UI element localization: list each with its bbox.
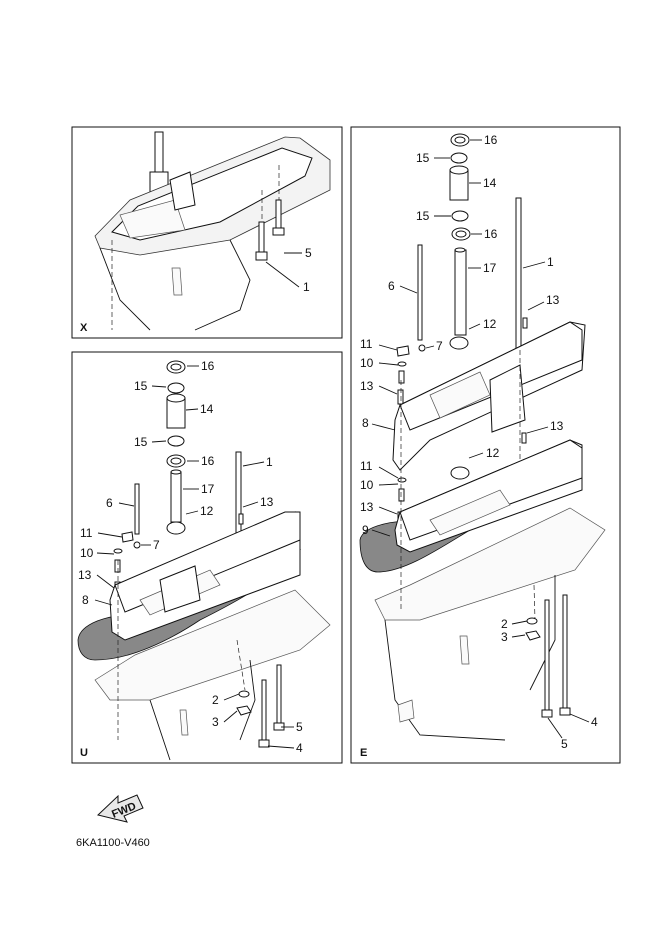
seal-stack bbox=[166, 360, 186, 535]
callout-label: 11 bbox=[360, 459, 373, 473]
panel-u: 16 15 14 15 16 1 17 6 12 13 11 7 10 13 8… bbox=[71, 351, 343, 764]
callout-label: 13 bbox=[360, 500, 374, 514]
callout-label: 6 bbox=[106, 496, 113, 510]
fwd-arrow-icon: FWD bbox=[96, 794, 144, 823]
callout-label: 5 bbox=[561, 737, 568, 751]
callout-label: 4 bbox=[591, 715, 598, 729]
callout-label: 13 bbox=[360, 379, 374, 393]
callout-label: 3 bbox=[212, 715, 219, 729]
callout-label: 13 bbox=[78, 568, 92, 582]
callout-label: 15 bbox=[416, 151, 430, 165]
callout-label: 2 bbox=[212, 693, 219, 707]
panel-letter: X bbox=[80, 322, 88, 334]
callout-label: 16 bbox=[484, 133, 498, 147]
callout-label: 5 bbox=[296, 720, 303, 734]
callout-label: 6 bbox=[388, 279, 395, 293]
callout-label: 12 bbox=[483, 317, 497, 331]
diagram-code: 6KA1100-V460 bbox=[76, 837, 150, 849]
callout-label: 9 bbox=[362, 523, 369, 537]
callout-label: 15 bbox=[134, 379, 148, 393]
callout-label: 16 bbox=[484, 227, 498, 241]
callout-label: 13 bbox=[260, 495, 274, 509]
panel-letter: E bbox=[360, 747, 367, 759]
callout-label: 7 bbox=[153, 538, 160, 552]
callout-label: 13 bbox=[550, 419, 564, 433]
seal-stack bbox=[449, 133, 471, 350]
callout-label: 4 bbox=[296, 741, 303, 755]
callout-label: 15 bbox=[134, 435, 148, 449]
callout-label: 15 bbox=[416, 209, 430, 223]
panel-x: 5 1 X bbox=[71, 126, 343, 339]
callout-label: 5 bbox=[305, 246, 312, 260]
panel-e: 16 15 14 15 16 17 1 6 13 12 11 7 10 13 8… bbox=[350, 126, 621, 764]
callout-label: 3 bbox=[501, 630, 508, 644]
callout-label: 17 bbox=[201, 482, 215, 496]
callout-label: 7 bbox=[436, 339, 443, 353]
callout-label: 14 bbox=[483, 176, 497, 190]
callout-label: 11 bbox=[80, 526, 93, 540]
bolt-part bbox=[272, 199, 285, 236]
callout-label: 16 bbox=[201, 359, 215, 373]
bolt-part bbox=[255, 221, 268, 261]
callout-label: 8 bbox=[82, 593, 89, 607]
callout-label: 1 bbox=[266, 455, 273, 469]
callout-label: 16 bbox=[201, 454, 215, 468]
callout-label: 10 bbox=[360, 356, 374, 370]
panel-letter: U bbox=[80, 747, 88, 759]
callout-label: 2 bbox=[501, 617, 508, 631]
callout-label: 1 bbox=[547, 255, 554, 269]
callout-label: 14 bbox=[200, 402, 214, 416]
callout-label: 13 bbox=[546, 293, 560, 307]
callout-label: 10 bbox=[360, 478, 374, 492]
callout-label: 8 bbox=[362, 416, 369, 430]
callout-label: 17 bbox=[483, 261, 497, 275]
callout-label: 11 bbox=[360, 337, 373, 351]
callout-label: 12 bbox=[486, 446, 500, 460]
callout-label: 1 bbox=[303, 280, 310, 294]
callout-label: 12 bbox=[200, 504, 214, 518]
callout-label: 10 bbox=[80, 546, 94, 560]
